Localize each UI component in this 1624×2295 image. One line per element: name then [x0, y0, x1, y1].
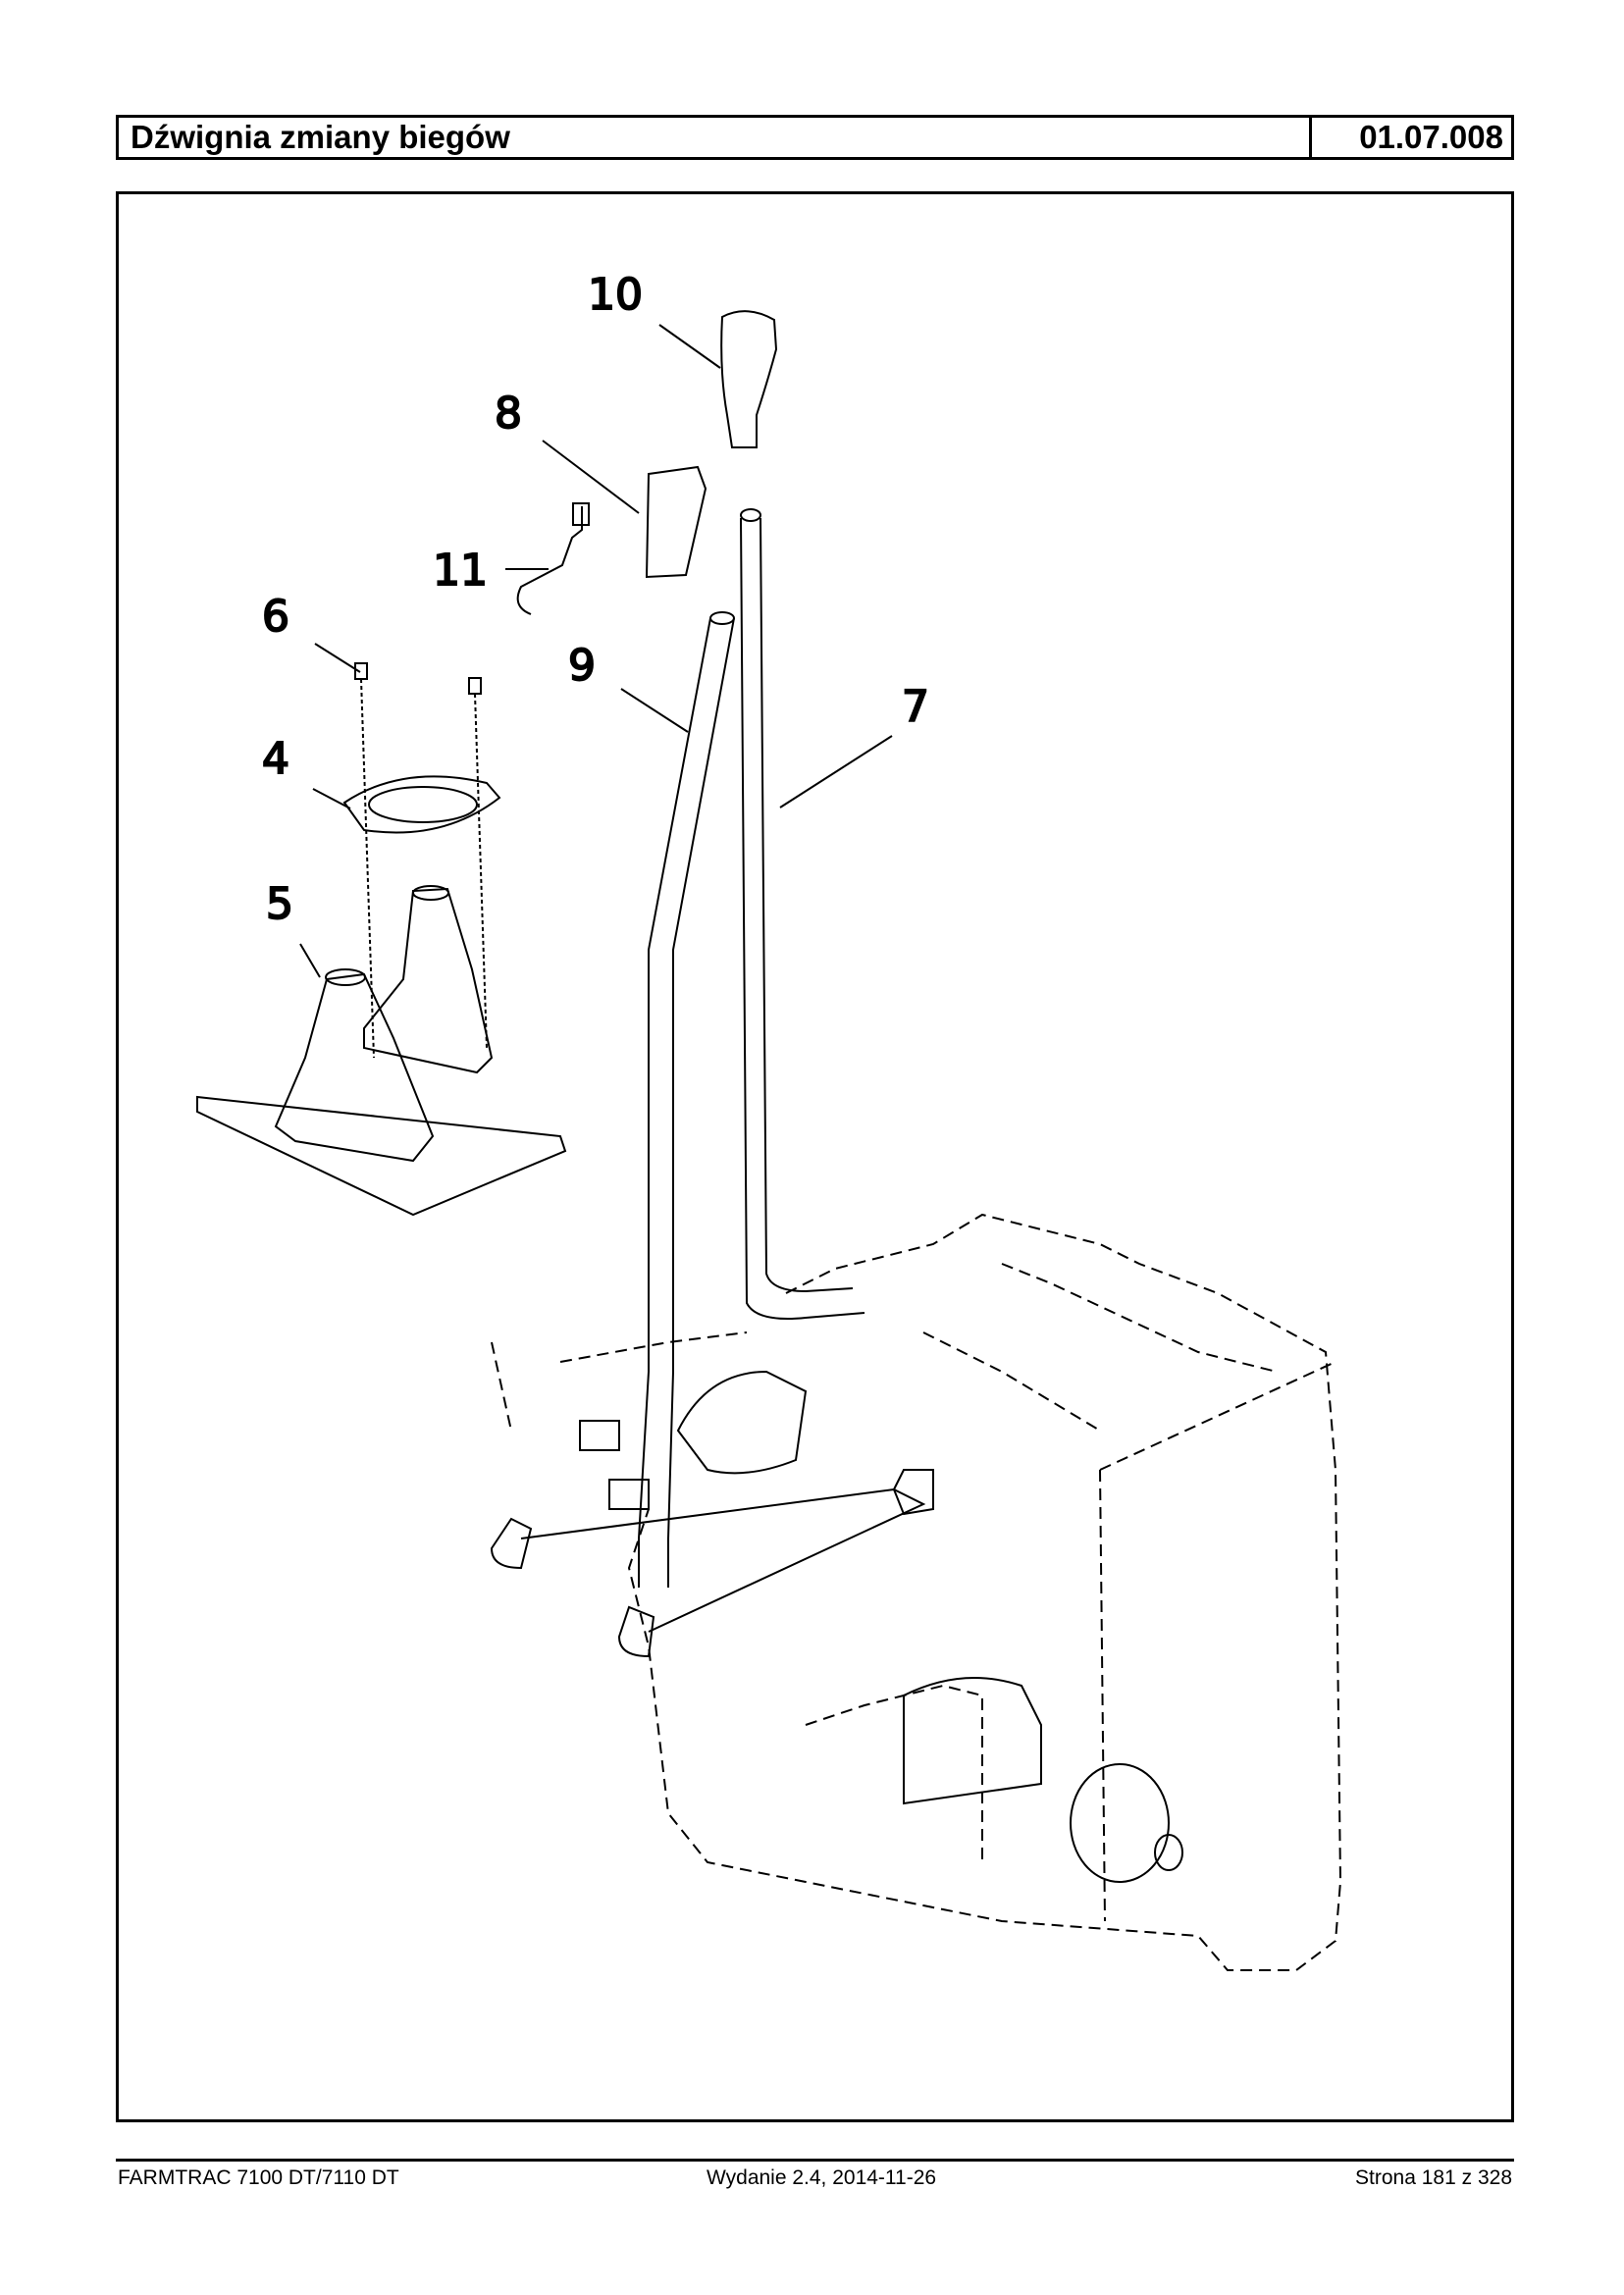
footer-model: FARMTRAC 7100 DT/7110 DT — [118, 2166, 399, 2189]
callout-label-9: 9 — [568, 641, 596, 691]
shift-rod-end-right — [617, 1605, 655, 1658]
lever-rod-9-left — [638, 617, 711, 1588]
lever-rod-top — [740, 508, 761, 522]
lower-fitting-left — [579, 1420, 620, 1451]
lever-cover — [645, 465, 707, 579]
output-shaft — [1154, 1834, 1183, 1871]
callout-label-5: 5 — [266, 879, 293, 929]
switch-wire — [516, 506, 583, 615]
boot-base-plate — [196, 1095, 567, 1217]
page-title: Dźwignia zmiany biegów — [119, 118, 1312, 157]
bolt-6a-axis — [360, 678, 375, 1059]
linkage-joint — [892, 1469, 934, 1516]
footer-edition: Wydanie 2.4, 2014-11-26 — [707, 2166, 937, 2189]
section-code: 01.07.008 — [1359, 119, 1503, 155]
callout-label-8: 8 — [495, 389, 522, 439]
lever-rod-7-right — [760, 517, 854, 1293]
page-header: Dźwignia zmiany biegów 01.07.008 — [116, 115, 1514, 160]
leader-line-7 — [779, 735, 893, 808]
diagram-canvas: 10 8 11 6 9 7 4 5 — [196, 269, 1342, 1971]
callout-label-6: 6 — [262, 592, 289, 642]
callout-label-10: 10 — [588, 270, 643, 320]
switch-connector — [572, 502, 590, 526]
transmission-housing — [491, 1213, 1342, 1971]
callout-label-4: 4 — [262, 734, 289, 784]
shift-cylinder — [676, 1370, 808, 1475]
exploded-parts-diagram: 10 8 11 6 9 7 4 5 — [116, 191, 1514, 2122]
selector-housing — [903, 1677, 1042, 1805]
lever-rod-7-left — [740, 517, 865, 1320]
shift-rod-linkage — [520, 1487, 926, 1633]
rubber-boot-rear-opening — [412, 885, 449, 901]
lower-fitting-center — [608, 1479, 650, 1510]
bolt-6b — [468, 677, 482, 695]
leader-line-5 — [299, 943, 321, 978]
footer-page-number: Strona 181 z 328 — [1355, 2166, 1512, 2189]
leader-line-8 — [542, 440, 640, 514]
rubber-boot-front — [274, 972, 435, 1163]
callout-label-11: 11 — [433, 546, 488, 596]
footer-divider — [116, 2159, 1514, 2162]
leader-line-6 — [314, 643, 361, 673]
lever-rod-9-top — [709, 611, 735, 625]
rubber-boot-rear — [363, 887, 494, 1074]
shift-rod-end-left — [490, 1517, 533, 1570]
mounting-plate-slot — [368, 786, 478, 823]
gear-knob — [720, 310, 778, 448]
mounting-plate — [342, 775, 501, 834]
leader-line-4 — [312, 788, 351, 809]
callout-label-7: 7 — [902, 682, 929, 732]
lever-rod-9-right — [667, 617, 735, 1588]
rubber-boot-front-opening — [325, 968, 366, 986]
output-flange — [1070, 1763, 1170, 1883]
leader-line-9 — [620, 688, 689, 733]
leader-line-10 — [658, 324, 721, 369]
